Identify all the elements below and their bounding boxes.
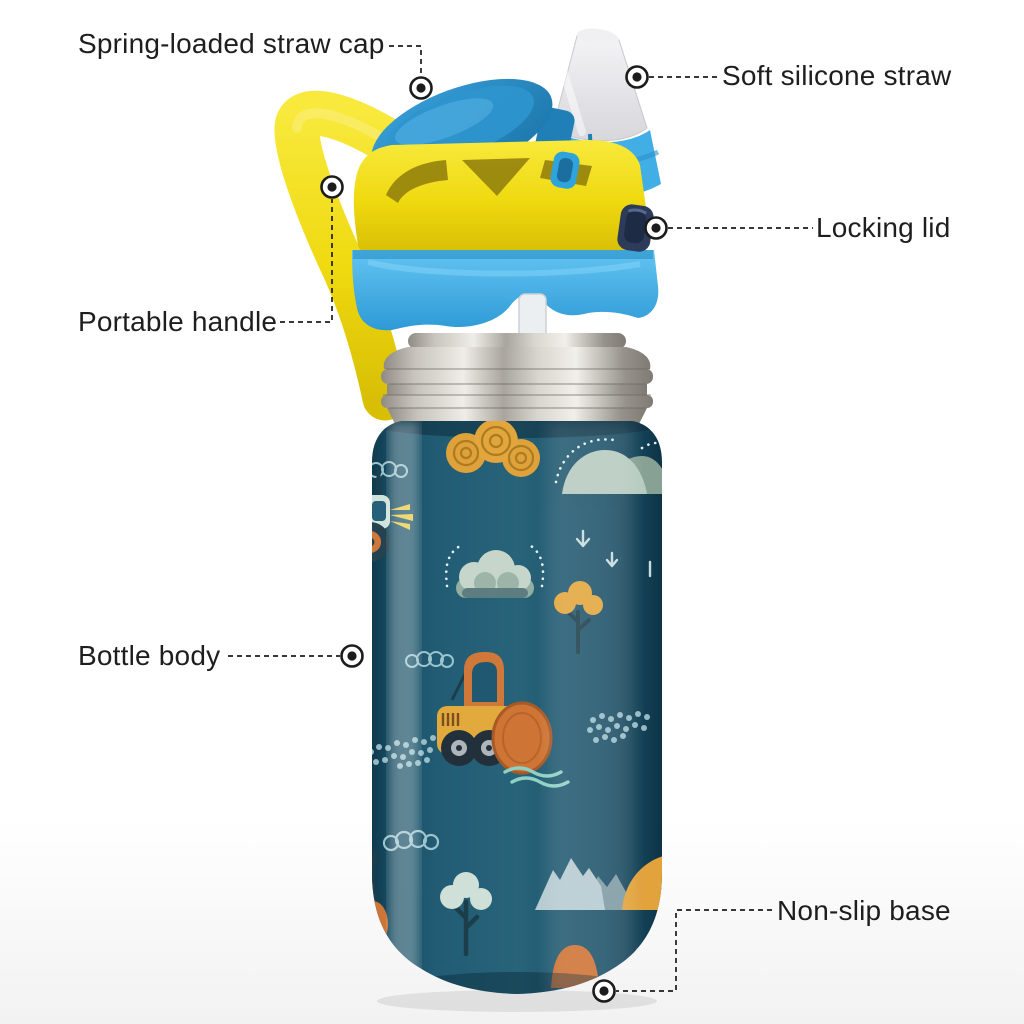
callout-label-non-slip-base: Non-slip base — [777, 895, 951, 926]
spring-pin — [550, 151, 580, 189]
callout-marker — [625, 65, 649, 89]
locking-lid — [352, 250, 659, 331]
cap-body — [353, 140, 649, 252]
callout-label-spring-loaded-straw-cap: Spring-loaded straw cap — [78, 28, 385, 59]
callout-marker — [409, 76, 433, 100]
callout-marker — [592, 979, 616, 1003]
bare-tree-motif — [372, 851, 379, 901]
callout-markers — [320, 65, 668, 1003]
swirl-motif — [446, 421, 540, 477]
leader-base — [616, 909, 772, 992]
locking-button — [617, 204, 654, 252]
callout-label-portable-handle: Portable handle — [78, 306, 278, 337]
callout-label-bottle-body: Bottle body — [78, 640, 221, 671]
steel-neck — [381, 333, 653, 424]
callout-marker — [340, 644, 364, 668]
callout-label-locking-lid: Locking lid — [816, 212, 951, 243]
callout-marker — [644, 216, 668, 240]
callout-label-soft-silicone-straw: Soft silicone straw — [722, 60, 952, 91]
callout-marker — [320, 175, 344, 199]
leader-handle — [280, 199, 333, 323]
leader-straw-cap — [389, 45, 422, 75]
cloud-cluster-motif — [444, 542, 545, 598]
ground-shadow — [377, 990, 657, 1012]
mint-tree-motif — [440, 872, 492, 957]
